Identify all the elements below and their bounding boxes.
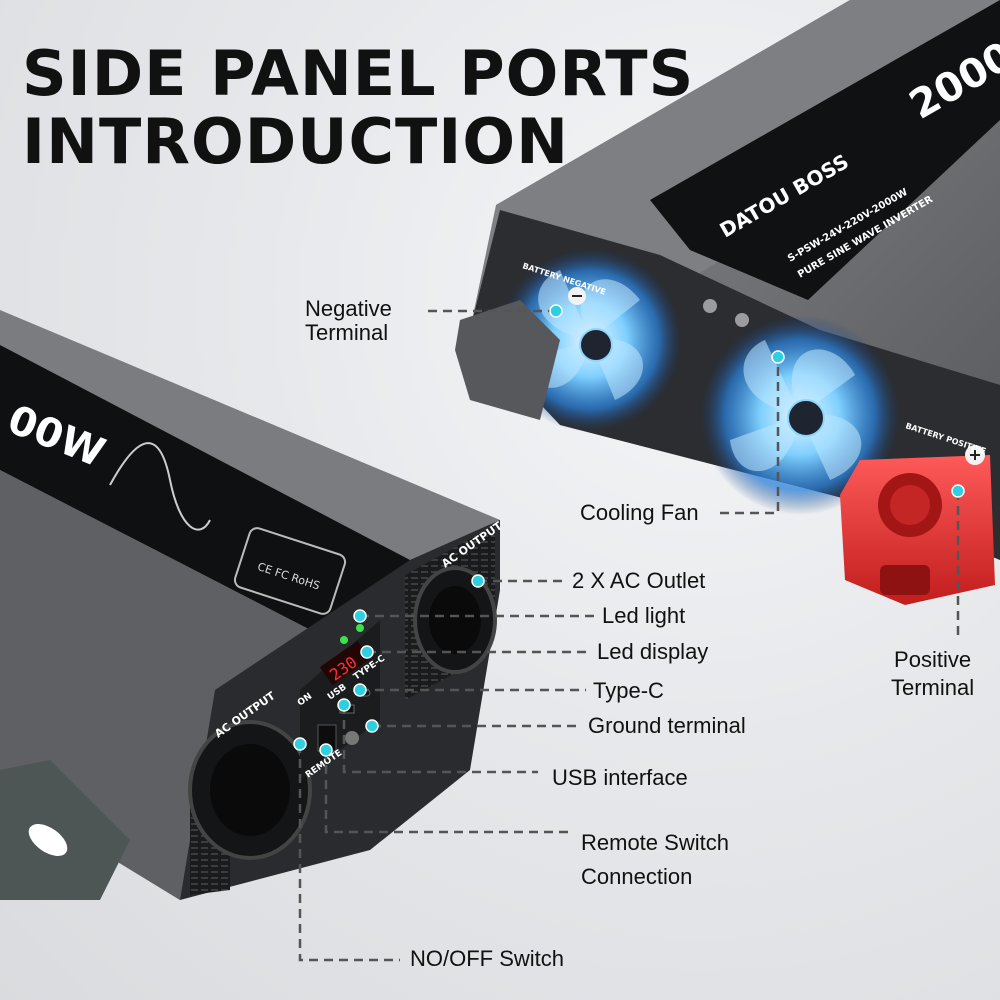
dot-ground-terminal <box>365 719 379 733</box>
callout-dots <box>293 304 965 757</box>
leader-lines <box>298 309 960 962</box>
label-cooling-fan: Cooling Fan <box>580 500 699 525</box>
mounting-bracket <box>0 760 130 900</box>
fan-right-hub <box>787 399 825 437</box>
rear-inverter: 2000W DATOU BOSS S-PSW-24V-220V-2000W PU… <box>455 0 1000 605</box>
fan-left-hub <box>579 328 613 362</box>
led-light-green <box>340 636 348 644</box>
cert-badge <box>233 527 347 615</box>
dot-usb-interface <box>337 698 351 712</box>
label-type-c: Type-C <box>593 678 664 703</box>
label-negative-terminal: Negative Terminal <box>305 296 392 345</box>
dot-led-display <box>360 645 374 659</box>
dot-positive-terminal <box>951 484 965 498</box>
dot-remote-switch <box>319 743 333 757</box>
label-on-off-switch: NO/OFF Switch <box>410 946 565 971</box>
negative-terminal-block <box>455 300 560 420</box>
leader-on-off-switch <box>298 744 400 962</box>
led-display <box>319 640 371 686</box>
front-inverter: 230 CE FC RoHS 00W AC OUTPUT AC OUTPUT O… <box>0 310 505 900</box>
page-title: SIDE PANEL PORTS INTRODUCTION <box>22 40 694 176</box>
dot-negative-terminal <box>549 304 563 318</box>
screw-icon <box>703 299 717 313</box>
label-ac-outlet: 2 X AC Outlet <box>572 568 706 593</box>
leader-cooling-fan <box>720 357 780 515</box>
led-light-green <box>356 624 364 632</box>
leader-usb-interface <box>342 705 538 774</box>
leader-remote-switch <box>324 750 570 834</box>
title-line-1: SIDE PANEL PORTS <box>22 37 695 110</box>
label-led-light: Led light <box>602 603 686 628</box>
sine-wave-icon <box>109 442 211 531</box>
label-usb-interface: USB interface <box>552 765 688 790</box>
rear-label-panel <box>650 0 1000 300</box>
dot-type-c <box>353 683 367 697</box>
dot-led-light <box>353 609 367 623</box>
ground-terminal <box>345 731 359 745</box>
dot-on-off-switch <box>293 737 307 751</box>
label-positive-terminal: Positive Terminal <box>891 647 975 700</box>
dot-ac-outlet <box>471 574 485 588</box>
front-label-panel <box>0 345 410 640</box>
dot-cooling-fan <box>771 350 785 364</box>
label-led-display: Led display <box>597 639 709 664</box>
label-ground-terminal: Ground terminal <box>588 713 746 738</box>
label-remote-switch: Remote Switch Connection <box>581 830 729 889</box>
screw-icon <box>735 313 749 327</box>
title-line-2: INTRODUCTION <box>22 105 569 178</box>
